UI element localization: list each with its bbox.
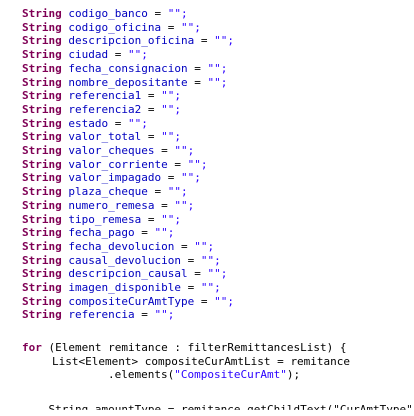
code-line-field: String referencia1 = ""; xyxy=(22,89,181,103)
code-line-field: String valor_total = ""; xyxy=(22,130,181,144)
code-line-field: String descripcion_causal = ""; xyxy=(22,267,228,281)
code-line-field: String nombre_depositante = ""; xyxy=(22,75,228,89)
code-line-field: String estado = ""; xyxy=(22,116,148,130)
code-line-field: String fecha_devolucion = ""; xyxy=(22,239,215,253)
code-line-field: String codigo_oficina = ""; xyxy=(22,20,201,34)
code-line-field: String valor_cheques = ""; xyxy=(22,144,195,157)
code-line-field: String tipo_remesa = ""; xyxy=(22,212,181,226)
code-line-list-decl: List<Element> compositeCurAmtList = remi… xyxy=(52,354,351,368)
code-line-for: for (Element remitance : filterRemittanc… xyxy=(22,341,347,354)
code-line-field: String compositeCurAmtType = ""; xyxy=(22,294,234,308)
code-line-field: String numero_remesa = ""; xyxy=(22,198,195,212)
code-line-field: String plaza_cheque = ""; xyxy=(22,185,188,199)
code-line-field: String referencia = ""; xyxy=(22,308,175,322)
code-line-field: String valor_impagado = ""; xyxy=(22,171,201,185)
code-line-field: String causal_devolucion = ""; xyxy=(22,253,221,267)
code-line-field: String valor_corriente = ""; xyxy=(22,157,208,171)
code-line-partial: String amountType = remitance.getChildTe… xyxy=(22,403,414,416)
code-line-field: String fecha_pago = ""; xyxy=(22,226,175,240)
code-line-field: String fecha_consignacion = ""; xyxy=(22,61,228,75)
code-line-field: String descripcion_oficina = ""; xyxy=(22,34,234,48)
code-line-elements-call: .elements("CompositeCurAmt"); xyxy=(108,368,301,382)
code-line-field: String codigo_banco = ""; xyxy=(22,7,188,20)
code-line-field: String referencia2 = ""; xyxy=(22,102,181,116)
code-line-field: String imagen_disponible = ""; xyxy=(22,281,221,294)
code-line-field: String ciudad = ""; xyxy=(22,48,148,62)
